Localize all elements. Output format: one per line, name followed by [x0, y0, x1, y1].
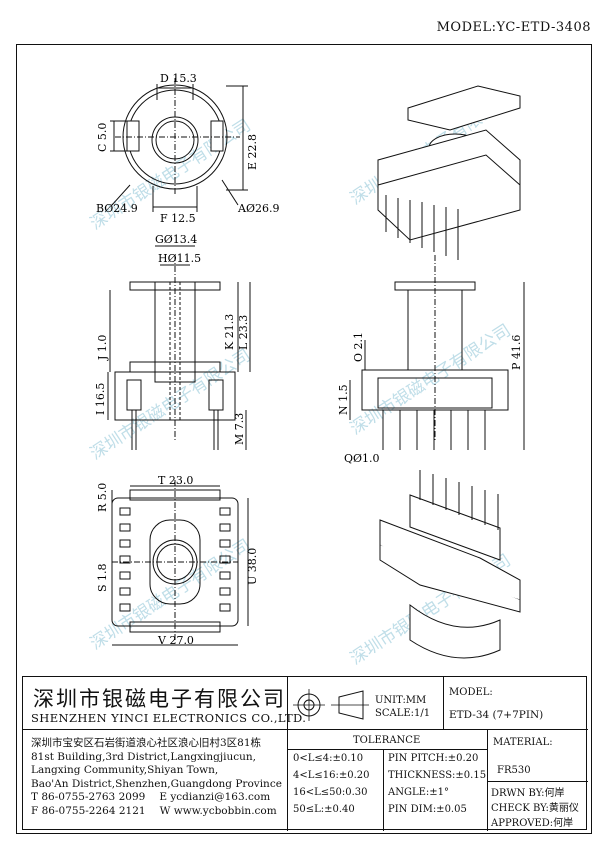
checked-by: CHECK BY:黄丽仪: [491, 803, 579, 814]
drawing-model-number: MODEL:YC-ETD-3408: [436, 20, 591, 35]
drawn-by: DRWN BY:何岸: [491, 788, 565, 799]
address-line: Langxing Community,Shiyan Town,: [31, 764, 219, 777]
unit: UNIT:MM: [375, 695, 427, 706]
dim-S: S 1.8: [96, 563, 109, 592]
tolerance-row: 50≤L:±0.40: [293, 804, 355, 815]
dim-E: E 22.8: [246, 134, 259, 170]
website: W www.ycbobbin.com: [159, 804, 277, 817]
company-name-cn: 深圳市银磁电子有限公司: [33, 687, 286, 711]
tolerance-row: 4<L≤16:±0.20: [293, 770, 370, 781]
address-line: 81st Building,3rd District,Langxingjiucu…: [31, 750, 256, 763]
dim-J: J 1.0: [96, 335, 109, 361]
model-label: MODEL:: [449, 687, 493, 698]
watermark: 深圳市银磁电子有限公司: [347, 321, 515, 440]
tolerance-header: TOLERANCE: [353, 735, 421, 746]
dim-P: P 41.6: [510, 335, 523, 370]
company-name-en: SHENZHEN YINCI ELECTRONICS CO.,LTD.: [31, 711, 307, 725]
dim-I: I 16.5: [94, 383, 107, 415]
address-line: 深圳市宝安区石岩街道浪心社区浪心旧村3区81栋: [31, 737, 262, 749]
dim-G: GØ13.4: [155, 233, 197, 246]
scale: SCALE:1/1: [375, 708, 431, 719]
model-value: ETD-34 (7+7PIN): [449, 709, 544, 721]
dim-Q: QØ1.0: [344, 452, 380, 465]
isometric-view-bottom: [379, 470, 521, 659]
title-block: 深圳市银磁电子有限公司 SHENZHEN YINCI ELECTRONICS C…: [22, 676, 588, 831]
side-view: [349, 255, 525, 450]
email: E ycdianzi@163.com: [159, 791, 271, 804]
dim-B: BØ24.9: [96, 202, 138, 215]
pin-spec: ANGLE:±1°: [388, 787, 450, 798]
pin-spec: PIN DIM:±0.05: [388, 804, 467, 815]
dim-V: V 27.0: [157, 634, 194, 647]
front-view: [107, 245, 251, 450]
dim-L: L 23.3: [237, 315, 250, 350]
tolerance-row: 16<L≤50:0.30: [293, 787, 368, 798]
drawing-frame: [16, 44, 592, 834]
tolerance-row: 0<L≤4:±0.10: [293, 753, 364, 764]
projection-symbol-icon: [293, 689, 369, 721]
pin-spec: PIN PITCH:±0.20: [388, 753, 479, 764]
dim-C: C 5.0: [96, 123, 109, 152]
dim-A: AØ26.9: [237, 202, 279, 215]
dim-D: D 15.3: [160, 72, 197, 85]
fax: F 86-0755-2264 2121: [31, 804, 146, 817]
isometric-view-top: [377, 85, 521, 260]
dim-U: U 38.0: [246, 548, 259, 585]
dim-R: R 5.0: [96, 483, 109, 512]
dim-H: HØ11.5: [158, 252, 201, 265]
dim-F: F 12.5: [160, 212, 196, 225]
dim-K: K 21.3: [223, 314, 236, 350]
watermark: 深圳市银磁电子有限公司: [87, 346, 255, 465]
company-address: 深圳市宝安区石岩街道浪心社区浪心旧村3区81栋 81st Building,3r…: [31, 737, 282, 819]
material-value: FR530: [497, 765, 531, 776]
dim-M: M 7.3: [233, 413, 246, 445]
dim-N: N 1.5: [337, 384, 350, 415]
material-label: MATERIAL:: [493, 737, 553, 748]
bottom-view: [111, 480, 249, 646]
telephone: T 86-0755-2763 2099: [31, 791, 146, 804]
dim-O: O 2.1: [352, 332, 365, 362]
address-line: Bao'An District,Shenzhen,Guangdong Provi…: [31, 777, 282, 790]
approved-by: APPROVED:何岸: [491, 818, 574, 829]
dim-T: T 23.0: [158, 474, 193, 487]
pin-spec: THICKNESS:±0.15: [388, 770, 487, 781]
top-view: [110, 78, 248, 212]
